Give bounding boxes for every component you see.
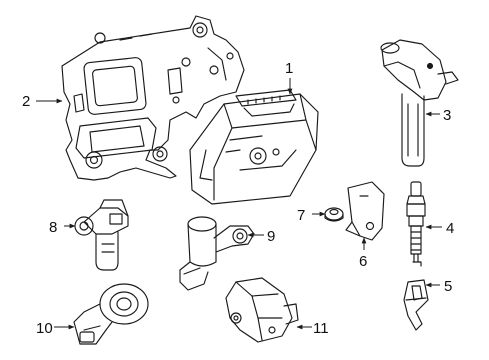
connector-icon bbox=[403, 279, 429, 331]
callout-7: 7 bbox=[297, 207, 326, 224]
callout-2: 2 bbox=[22, 93, 63, 110]
camshaft-sensor-icon bbox=[74, 199, 129, 271]
callout-label-5: 5 bbox=[444, 278, 452, 295]
engine-control-module-icon bbox=[189, 89, 319, 205]
callout-label-6: 6 bbox=[359, 253, 367, 270]
knock-sensor-icon bbox=[73, 283, 149, 345]
callout-label-8: 8 bbox=[49, 219, 57, 236]
spark-plug-icon bbox=[406, 181, 426, 267]
ignition-coil-icon bbox=[380, 39, 459, 167]
callout-6: 6 bbox=[359, 237, 367, 270]
callout-label-3: 3 bbox=[443, 107, 451, 124]
callout-label-2: 2 bbox=[22, 93, 30, 110]
callout-10: 10 bbox=[36, 320, 75, 337]
callout-label-7: 7 bbox=[297, 207, 305, 224]
callout-label-10: 10 bbox=[36, 320, 53, 337]
callout-9: 9 bbox=[247, 228, 275, 245]
crankshaft-sensor-icon bbox=[179, 216, 255, 291]
callout-label-4: 4 bbox=[446, 220, 454, 237]
map-sensor-icon bbox=[225, 277, 299, 343]
callout-11: 11 bbox=[296, 320, 329, 337]
callout-label-9: 9 bbox=[267, 228, 275, 245]
bracket-icon bbox=[345, 181, 385, 241]
callout-1: 1 bbox=[285, 60, 293, 95]
callout-8: 8 bbox=[49, 219, 76, 236]
callout-label-11: 11 bbox=[313, 320, 329, 337]
bolt-icon bbox=[324, 207, 344, 222]
mounting-bracket-icon bbox=[61, 15, 245, 181]
callout-3: 3 bbox=[425, 107, 451, 124]
callout-4: 4 bbox=[425, 220, 454, 237]
callout-label-1: 1 bbox=[285, 60, 293, 77]
callout-5: 5 bbox=[425, 278, 452, 295]
